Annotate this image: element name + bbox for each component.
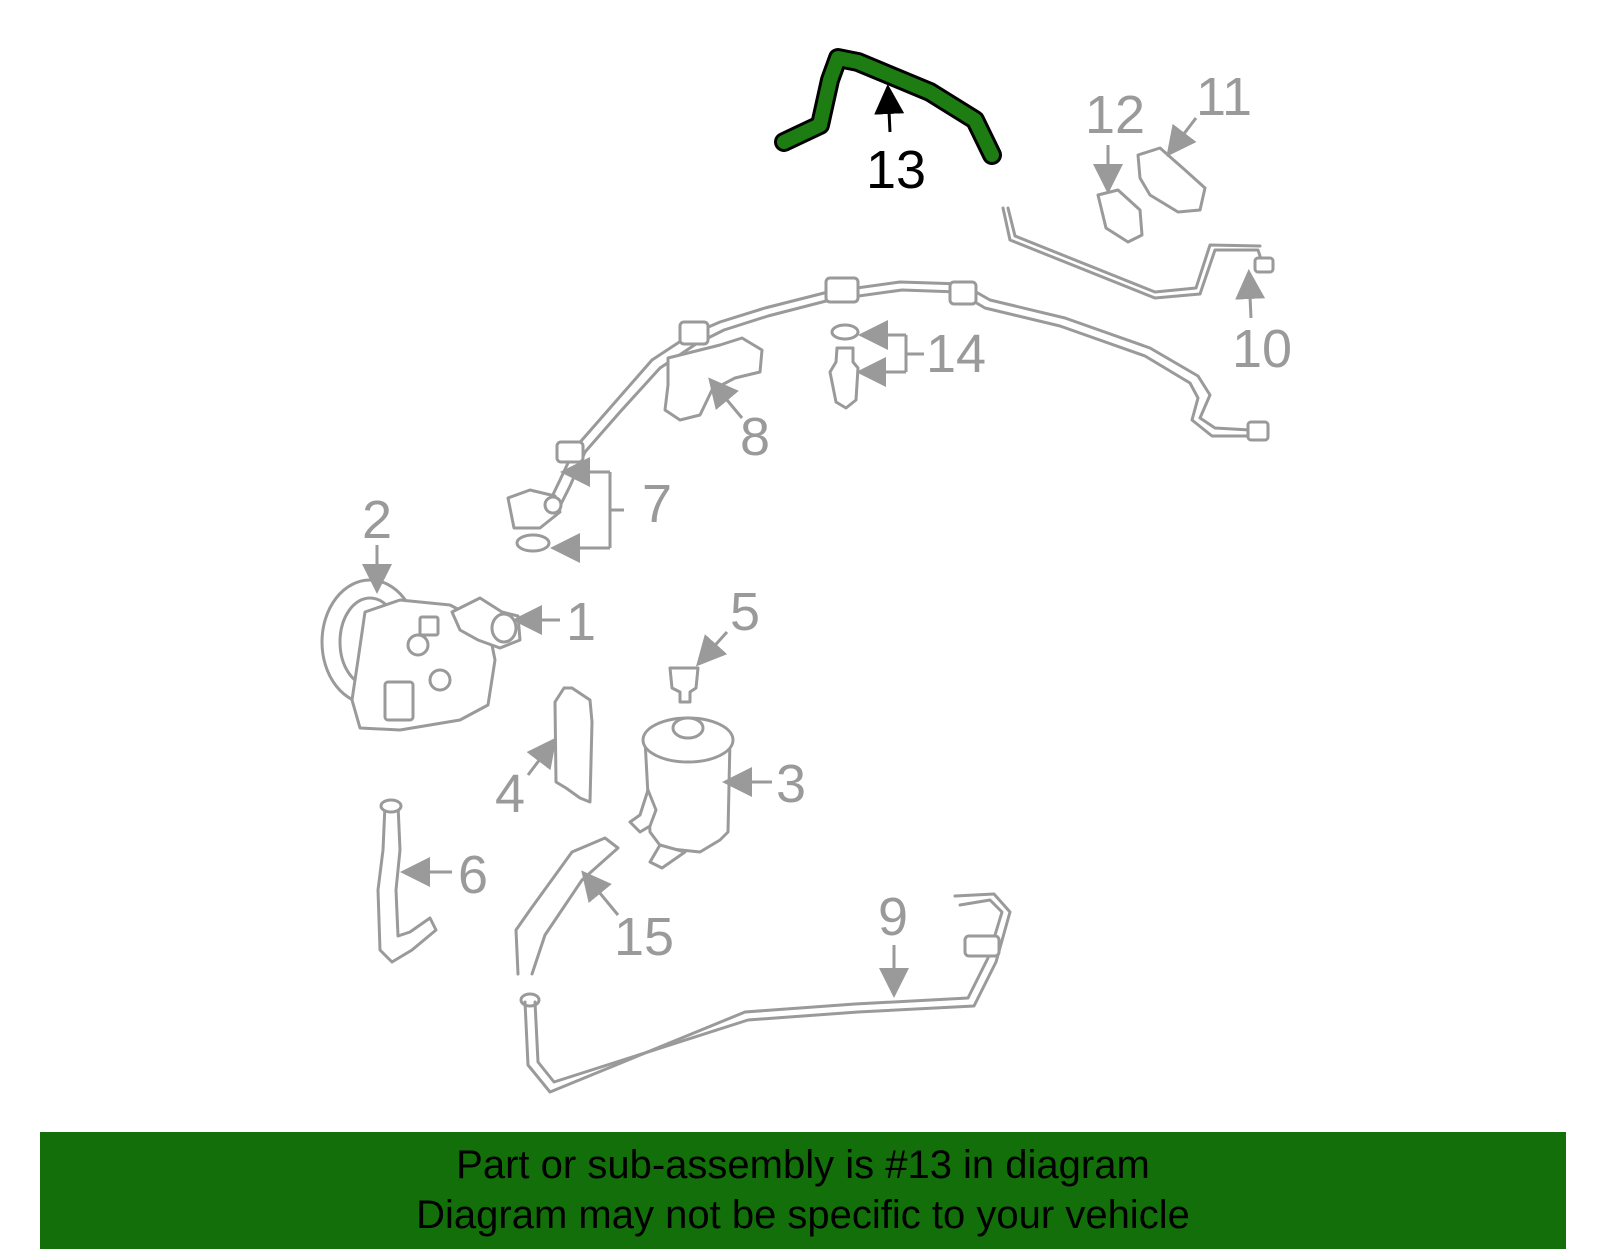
leader-8 [708,377,744,419]
callout-4: 4 [495,764,525,824]
callout-7: 7 [642,474,672,534]
callout-9: 9 [878,887,908,947]
part-15-hose[interactable] [514,836,620,976]
callout-15: 15 [614,907,674,967]
callout-6: 6 [458,845,488,905]
callout-12: 12 [1085,85,1145,145]
part-2-pump[interactable] [320,578,497,732]
callout-14: 14 [926,324,986,384]
leader-7 [550,457,624,563]
callout-2: 2 [362,490,392,550]
part-11-clamp[interactable] [1136,146,1207,214]
callout-3: 3 [776,754,806,814]
part-12-clip[interactable] [1096,188,1144,244]
part-3-reservoir[interactable] [628,716,735,870]
leader-10 [1235,269,1266,319]
leader-13 [874,84,905,133]
part-14-sensor[interactable] [828,346,860,410]
footer-banner: Part or sub-assembly is #13 in diagram D… [40,1132,1566,1249]
footer-line-part-number: Part or sub-assembly is #13 in diagram [456,1143,1150,1187]
callout-11: 11 [1196,67,1252,127]
part-5-cap[interactable] [668,666,700,704]
part-9-tube[interactable] [519,892,1012,1094]
leader-14 [856,320,924,387]
part-14-o-ring[interactable] [830,323,860,341]
part-1-bracket[interactable] [450,596,522,650]
callout-8: 8 [740,407,770,467]
leader-5 [695,630,729,667]
callout-13: 13 [866,140,926,200]
callout-1: 1 [566,592,596,652]
leader-4 [526,737,557,776]
callout-10: 10 [1232,319,1292,379]
part-7-o-ring[interactable] [515,533,551,553]
leader-11 [1166,117,1198,157]
part-4-plate[interactable] [553,686,594,804]
pressure-hose-assembly[interactable] [506,276,1270,530]
callout-5: 5 [730,582,760,642]
part-13-hose[interactable] [774,48,1002,165]
leader-15 [581,870,620,916]
part-10-tube[interactable] [1001,206,1275,300]
footer-line-disclaimer: Diagram may not be specific to your vehi… [416,1193,1190,1237]
part-6-hose[interactable] [376,803,438,964]
